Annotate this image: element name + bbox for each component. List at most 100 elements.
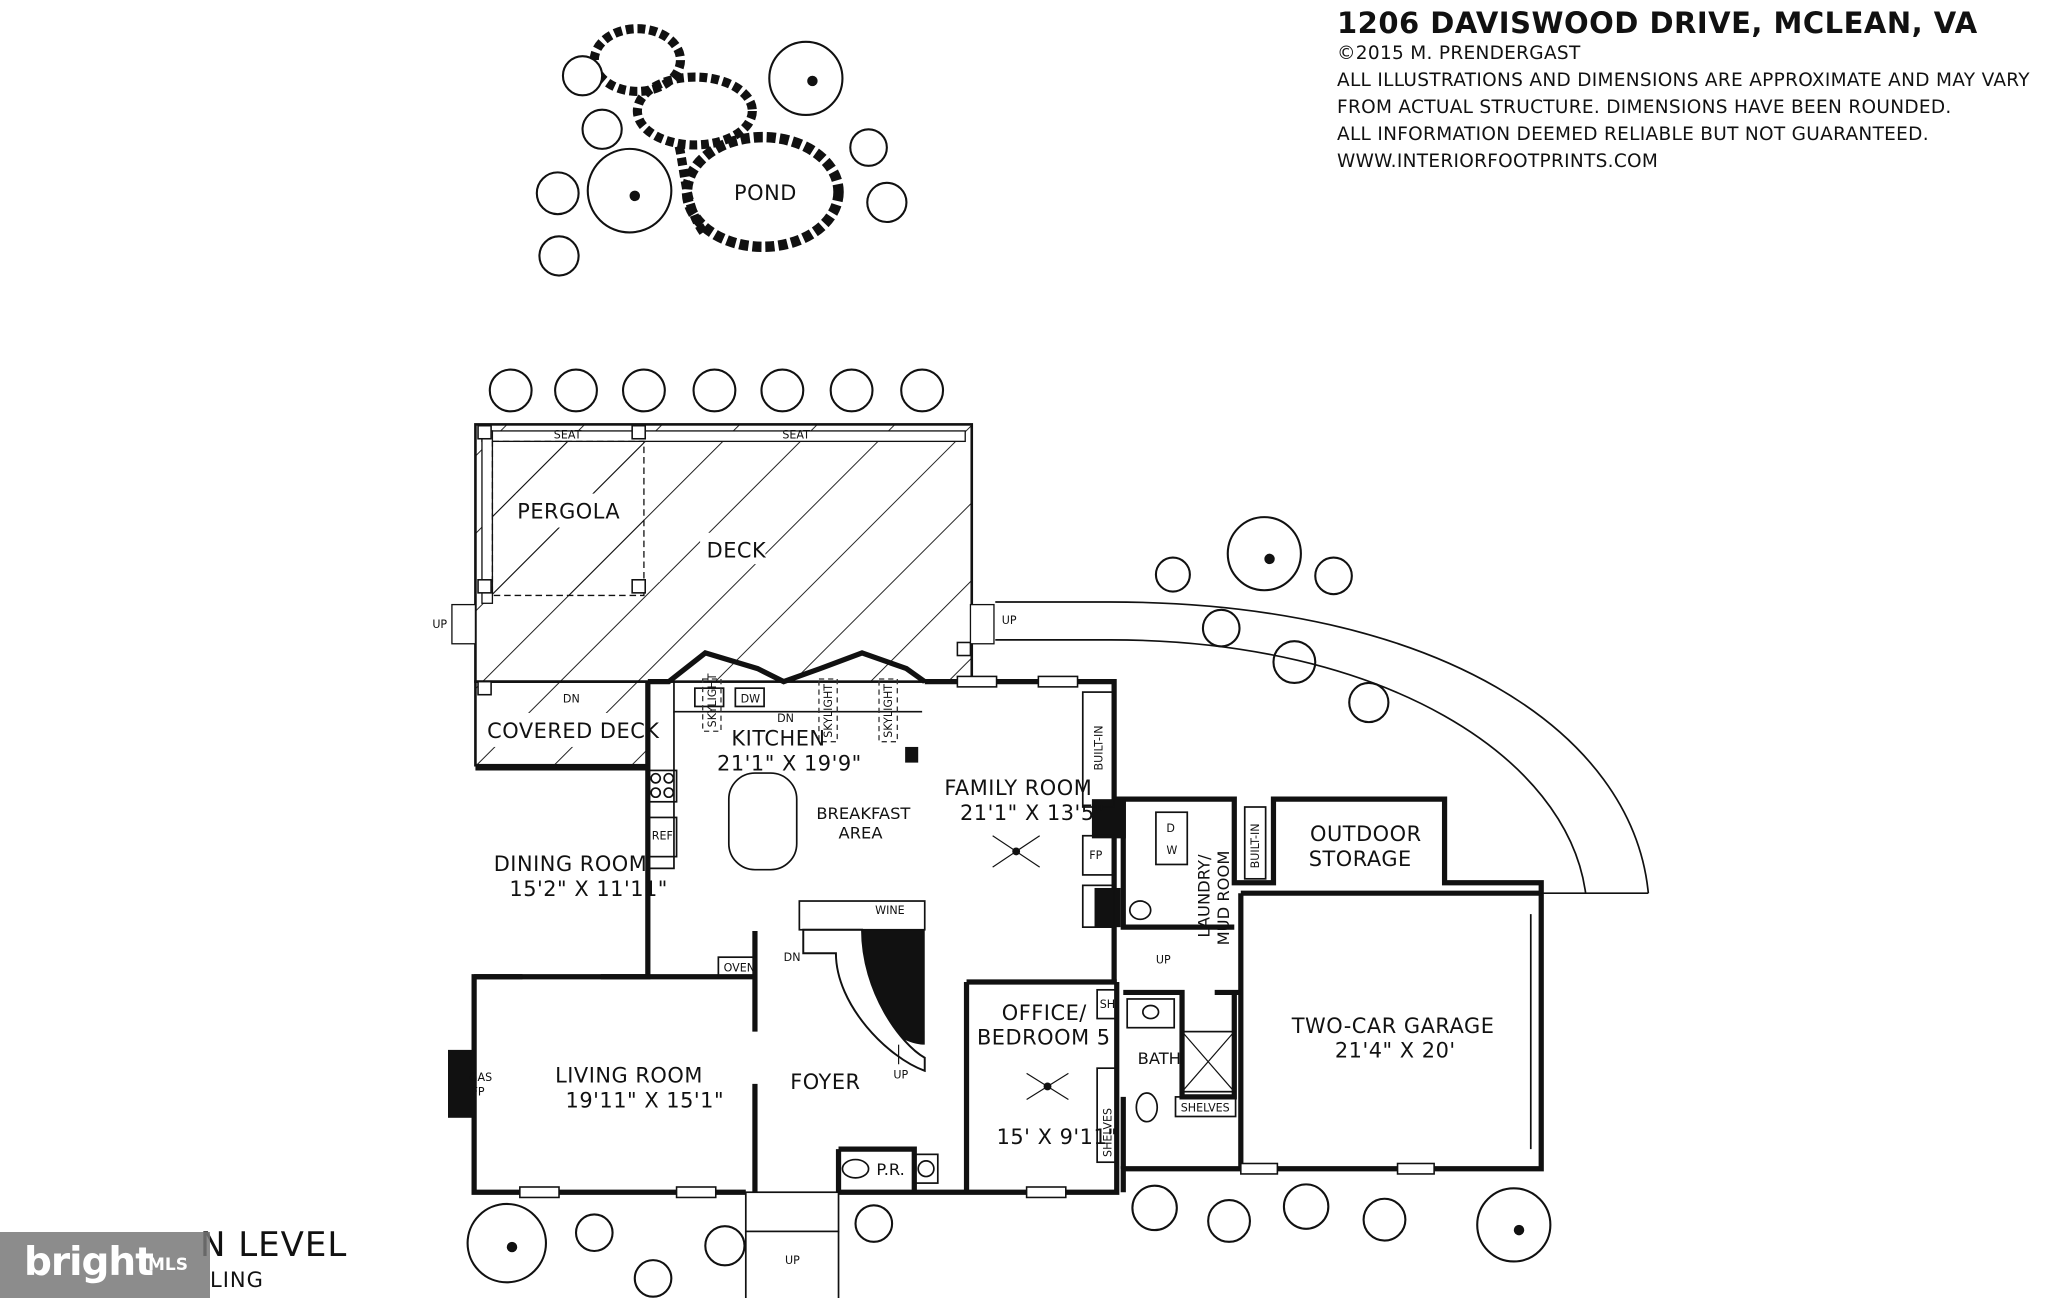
tree [488,368,533,413]
tree [538,235,580,277]
tree [633,1259,673,1298]
tree [1362,1197,1407,1242]
skylight-label: SKYLIGHT [706,673,719,727]
office-name: OFFICE/ [1002,1001,1088,1025]
level-title: N LEVEL [200,1225,348,1265]
tree [704,1225,746,1267]
refrigerator-label: REF [652,830,673,843]
main-stairs: WINE DN UP [784,900,926,1082]
watermark-text: bright [24,1240,154,1285]
dining-room-dims: 15'2" X 11'11" [509,877,668,901]
skylight-label: SKYLIGHT [822,684,835,738]
family-fixtures: BUILT-IN FP [992,691,1115,928]
family-room-dims: 21'1" X 13'5" [960,801,1105,825]
copyright-text: ©2015 M. PRENDERGAST [1337,43,1581,64]
tree [1226,516,1302,592]
seat-label: SEAT [554,429,582,442]
deck: SEAT SEAT PERGOLA DECK COVERED DECK UP U… [432,423,1017,767]
tree [535,171,580,216]
tree [466,1202,548,1284]
plan-header: 1206 DAVISWOOD DRIVE, MCLEAN, VA ©2015 M… [1337,6,2037,175]
living-room-name: LIVING ROOM [555,1064,703,1088]
stair-up-label: UP [785,1254,800,1267]
laundry-label: LAUNDRY/ [1194,854,1213,938]
kitchen-name: KITCHEN [731,727,825,751]
watermark-logo [0,1232,210,1298]
garage-name: TWO-CAR GARAGE [1291,1014,1495,1038]
wine-label: WINE [875,904,905,917]
pond-label: POND [734,181,797,205]
windows [519,675,1435,1199]
family-room-name: FAMILY ROOM [944,776,1092,800]
built-in-label: BUILT-IN [1249,823,1262,868]
driveway [995,601,1650,895]
shower-label: SH [1100,998,1115,1011]
fireplace-label: FP [1089,849,1102,862]
disclaimer-line: ALL ILLUSTRATIONS AND DIMENSIONS ARE APP… [1337,70,2030,91]
shelves-label: SHELVES [1181,1101,1230,1114]
tree [768,40,844,116]
pond-area: POND [589,24,844,253]
tree [1348,681,1390,724]
stair-down-label: DN [563,693,580,706]
tree [1314,556,1353,596]
stair-down-label: DN [777,712,794,725]
tree [586,147,673,234]
ceiling-fan-icon [1026,1072,1069,1101]
bath-label: BATH [1138,1049,1181,1068]
kitchen-fixtures: DW REF OVEN SKYLIGHT SKYLIGHT SKYLIGHT D… [647,673,923,977]
outdoor-storage-label: OUTDOOR [1310,822,1422,846]
tree [581,108,623,150]
garage-dims: 21'4" X 20' [1335,1039,1456,1063]
powder-room-label: P.R. [876,1160,904,1179]
tree [692,368,737,413]
dishwasher-label: DW [741,693,761,706]
oven-label: OVEN [724,962,755,975]
stair-up-label: UP [432,618,447,631]
ceiling-note: LING [210,1268,264,1292]
tree [1131,1184,1178,1232]
foyer-label: FOYER [790,1070,860,1094]
tree [866,181,908,224]
tree [829,368,874,413]
tree [854,1204,894,1243]
disclaimer-line: FROM ACTUAL STRUCTURE. DIMENSIONS HAVE B… [1337,97,1952,118]
tree [1476,1187,1552,1263]
tree [1201,608,1241,648]
living-room-dims: 19'11" X 15'1" [566,1088,725,1112]
ceiling-fan-icon [992,835,1040,868]
website-link[interactable]: WWW.INTERIORFOOTPRINTS.COM [1337,151,1659,172]
tree [561,55,604,97]
tree [900,368,945,413]
washer-label: W [1166,844,1177,857]
gas-fireplace-label: GAS [469,1071,492,1084]
seat-label: SEAT [782,429,810,442]
gas-fireplace-label-2: FP [472,1086,485,1099]
built-in-label: BUILT-IN [1092,725,1105,770]
entry: UP [744,1153,939,1298]
office-name-2: BEDROOM 5 [977,1026,1111,1050]
address-title: 1206 DAVISWOOD DRIVE, MCLEAN, VA [1337,6,1978,40]
outdoor-storage-label-2: STORAGE [1309,847,1412,871]
laundry-label-2: MUD ROOM [1214,851,1233,946]
stair-up-label: UP [893,1069,908,1082]
tree [1154,556,1191,593]
breakfast-label-2: AREA [839,823,884,842]
dining-room-name: DINING ROOM [494,852,648,876]
deck-label: DECK [707,539,767,563]
tree [574,1213,614,1253]
watermark-mls: MLS [148,1255,188,1275]
tree [1282,1183,1330,1230]
shelves-label: SHELVES [1102,1108,1115,1157]
pergola-label: PERGOLA [517,499,620,523]
breakfast-label: BREAKFAST [816,804,911,823]
stair-up-label: UP [1002,614,1017,627]
tree [760,368,805,413]
covered-deck-label: COVERED DECK [487,719,660,743]
office-fixtures: SHELVES SH SHELVES D W BUILT-IN UP [1026,806,1267,1164]
room-labels: KITCHEN 21'1" X 19'9" BREAKFAST AREA FAM… [469,727,1495,1180]
dryer-label: D [1166,822,1175,835]
tree [1272,640,1317,684]
skylight-label: SKYLIGHT [882,684,895,738]
